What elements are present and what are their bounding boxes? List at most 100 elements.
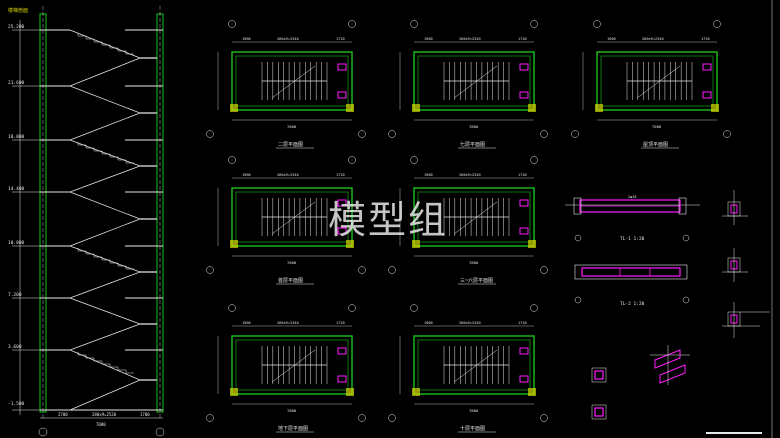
- axis-bubble: [410, 156, 418, 164]
- section-dim-total: 7000: [96, 422, 106, 427]
- plan-beam-mark: [519, 63, 529, 71]
- plan-dim-text: 1900: [607, 37, 616, 41]
- plan-beam-mark: [337, 63, 347, 71]
- plan-arrow: [636, 65, 681, 99]
- plan-wall: [231, 51, 353, 111]
- axis-bubble: [540, 130, 548, 138]
- plan-column: [230, 388, 238, 396]
- plan-column: [346, 388, 354, 396]
- section-dim: 2700: [58, 412, 68, 417]
- plan-wall-inner: [600, 55, 714, 107]
- plan-column: [412, 104, 420, 112]
- plan-beam-mark: [337, 227, 347, 235]
- plan-beam-mark: [337, 199, 347, 207]
- plan-beam-mark: [519, 347, 529, 355]
- beam-rebar-note: 2φ16: [628, 195, 636, 199]
- plan-dim-text: 1900: [424, 37, 433, 41]
- plan-dim-text: 1900: [242, 321, 251, 325]
- plan-arrow: [453, 65, 498, 99]
- axis-bubble: [348, 156, 356, 164]
- plan-arrow: [453, 201, 498, 235]
- plan-beam-mark: [337, 91, 347, 99]
- plan-arrow: [453, 349, 498, 383]
- plan-wall: [596, 51, 718, 111]
- plan-dim-text: 1720: [336, 321, 345, 325]
- plan-beam-mark: [702, 63, 712, 71]
- plan-dim-text: 1720: [518, 173, 527, 177]
- plan-column: [346, 240, 354, 248]
- section-elevation-ticks: [12, 20, 40, 415]
- plan-arrow: [271, 349, 316, 383]
- plan-column: [528, 240, 536, 248]
- plan-dim-text: 1900: [424, 173, 433, 177]
- plan-column: [412, 388, 420, 396]
- axis-bubble: [228, 20, 236, 28]
- plan-dim-text: 1900: [424, 321, 433, 325]
- axis-bubble: [388, 130, 396, 138]
- plan-dim-total: 7000: [287, 124, 297, 129]
- axis-bubble: [358, 414, 366, 422]
- axis-bubble: [228, 156, 236, 164]
- plan-dim-text: 260x9=2340: [459, 37, 481, 41]
- plan-column: [595, 104, 603, 112]
- plan-arrow: [271, 201, 316, 235]
- plan-dim-text: 1720: [336, 37, 345, 41]
- axis-bubble: [723, 130, 731, 138]
- section-title: 楼梯剖面: [8, 7, 28, 14]
- beam-tl2-label: TL-2 1:20: [620, 301, 645, 307]
- elev-label: 7.200: [8, 292, 22, 298]
- plan-title: 三~六层平面图: [460, 277, 493, 284]
- plan-beam-mark: [337, 375, 347, 383]
- axis-bubble: [206, 266, 214, 274]
- axis-bubble: [530, 156, 538, 164]
- plan-dim-text: 260x9=2340: [459, 321, 481, 325]
- plan-beam-mark: [702, 91, 712, 99]
- column-details: [722, 190, 770, 338]
- plan-dim-text: 1900: [242, 173, 251, 177]
- axis-bubble: [410, 20, 418, 28]
- plan-beam-mark: [519, 375, 529, 383]
- axis-bubble: [530, 20, 538, 28]
- beam-detail-tl2: TL-2 1:20: [574, 264, 690, 307]
- axis-bubble: [206, 130, 214, 138]
- plan-dim-text: 260x9=2340: [459, 173, 481, 177]
- section-axis-bubble: [155, 427, 165, 437]
- plan-dim-text: 1720: [701, 37, 710, 41]
- section-step-serrations: [77, 33, 134, 374]
- axis-bubble: [388, 414, 396, 422]
- axis-bubble: [228, 304, 236, 312]
- plan-dim-text: 1720: [518, 321, 527, 325]
- plan-column: [528, 104, 536, 112]
- plan-wall-inner: [235, 191, 349, 243]
- elev-label: 18.000: [8, 134, 25, 140]
- axis-bubble: [348, 304, 356, 312]
- plan-dim-text: 260x9=2340: [277, 321, 299, 325]
- plan-beam-mark: [337, 347, 347, 355]
- plan-wall: [231, 335, 353, 395]
- plan-column: [711, 104, 719, 112]
- axis-bubble: [358, 130, 366, 138]
- plan-dim-total: 7000: [652, 124, 662, 129]
- plan-dim-text: 1900: [242, 37, 251, 41]
- plan-beam-mark: [519, 227, 529, 235]
- section-stair-flights: [69, 29, 141, 411]
- plan-column: [412, 240, 420, 248]
- plan-wall: [413, 187, 535, 247]
- plan-column: [528, 388, 536, 396]
- plan-column: [346, 104, 354, 112]
- plan-wall-inner: [417, 339, 531, 391]
- plan-wall-inner: [417, 55, 531, 107]
- elev-label: 10.800: [8, 240, 25, 246]
- axis-bubble: [388, 266, 396, 274]
- elev-label: 3.600: [8, 344, 22, 350]
- axis-bubble: [206, 414, 214, 422]
- axis-bubble: [348, 20, 356, 28]
